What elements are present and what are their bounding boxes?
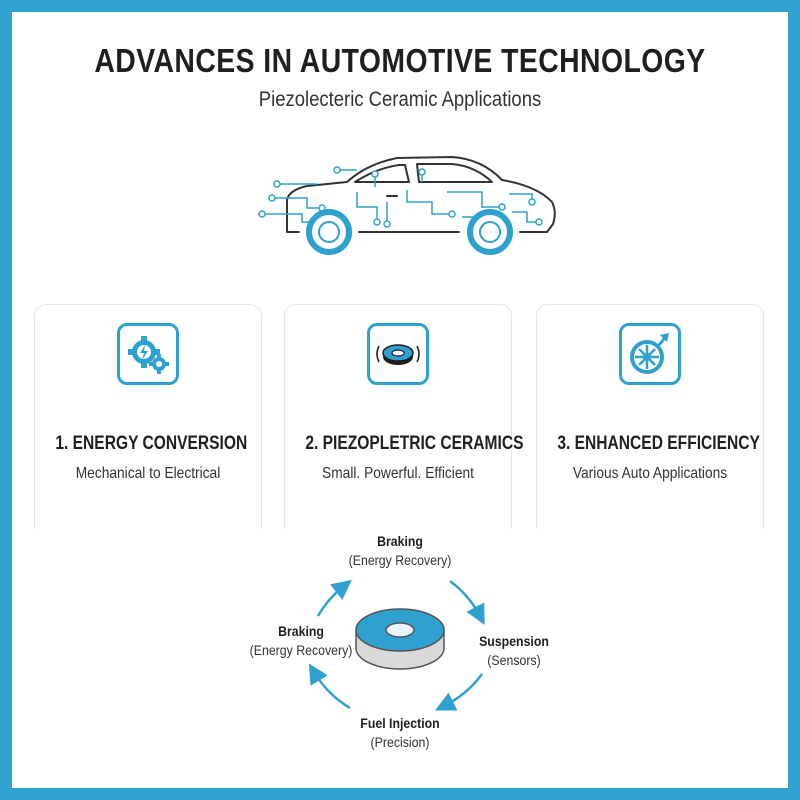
cycle-arrow (308, 663, 351, 710)
icon-box (367, 323, 429, 385)
card-energy-conversion: 1. ENERGY CONVERSION Mechanical to Elect… (34, 304, 262, 529)
wheel-arrow-icon (630, 333, 669, 374)
card-enhanced-efficiency: 3. ENHANCED EFFICIENCY Various Auto Appl… (536, 304, 764, 529)
gears-lightning-icon (128, 336, 169, 374)
circuit-car-icon (258, 156, 556, 255)
icon-box (619, 323, 681, 385)
card-title: 3. ENHANCED EFFICIENCY (557, 433, 760, 454)
cycle-arrow (435, 673, 484, 711)
page-subtitle: Piezolecteric Ceramic Applications (258, 88, 542, 111)
cycle-arrow (449, 579, 485, 625)
card-description: Various Auto Applications (572, 465, 728, 482)
infographic-frame: ADVANCES IN AUTOMOTIVE TECHNOLOGY Piezol… (12, 12, 788, 788)
card-piezoelectric-ceramics: 2. PIEZOPLETRIC CERAMICS Small. Powerful… (284, 304, 524, 529)
central-ceramic-disc-icon (355, 608, 445, 670)
cycle-label-braking-top: Braking (Energy Recovery) (348, 533, 452, 568)
card-title: 2. PIEZOPLETRIC CERAMICS (305, 433, 524, 454)
card-title: 1. ENERGY CONVERSION (55, 433, 248, 454)
cycle-label-braking-left: Braking (Energy Recovery) (249, 623, 353, 658)
icon-box (117, 323, 179, 385)
cycle-label-suspension: Suspension (Sensors) (479, 633, 549, 668)
ceramic-disc-icon (376, 344, 420, 365)
card-description: Mechanical to Electrical (75, 465, 221, 482)
card-description: Small. Powerful. Efficient (322, 465, 474, 482)
cycle-arrow (316, 579, 352, 617)
page-title: ADVANCES IN AUTOMOTIVE TECHNOLOGY (94, 42, 706, 79)
cycle-label-fuel-injection: Fuel Injection (Precision) (360, 715, 440, 750)
